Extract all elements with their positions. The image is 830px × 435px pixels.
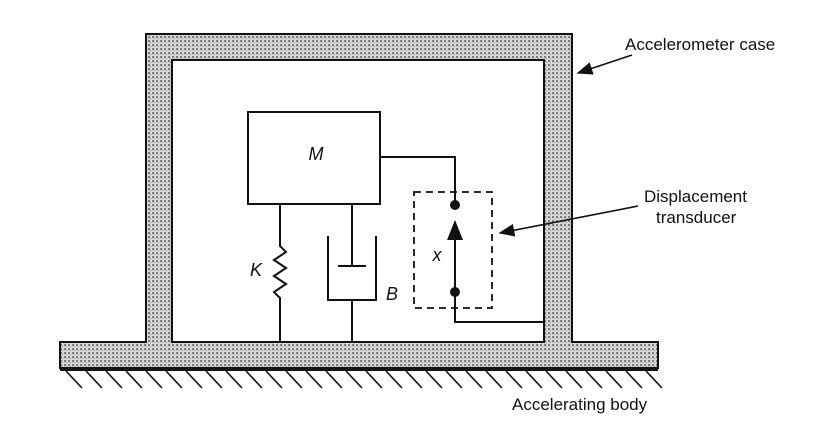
ground-hatch-stroke [385, 370, 403, 389]
ground-hatch-stroke [365, 370, 383, 389]
displacement-label: x [432, 245, 443, 265]
ground-hatch-stroke [525, 370, 543, 389]
ground-hatch-stroke [245, 370, 263, 389]
body-label: Accelerating body [512, 395, 648, 414]
ground-hatch-stroke [325, 370, 343, 389]
ground-hatch-stroke [165, 370, 183, 389]
ground-hatch-stroke [405, 370, 423, 389]
case-label: Accelerometer case [625, 35, 775, 54]
ground-hatch-stroke [625, 370, 643, 389]
ground-hatch-stroke [145, 370, 163, 389]
ground-hatch-stroke [565, 370, 583, 389]
transducer-label-line2: transducer [656, 208, 737, 227]
mass-label: M [309, 144, 324, 164]
spring-label: K [250, 260, 263, 280]
ground-hatch-stroke [185, 370, 203, 389]
damper-label: B [386, 284, 398, 304]
ground-hatch-stroke [545, 370, 563, 389]
ground-hatch-stroke [605, 370, 623, 389]
ground-hatch-stroke [205, 370, 223, 389]
ground-hatch-stroke [285, 370, 303, 389]
ground-hatch-stroke [265, 370, 283, 389]
ground-hatch-stroke [585, 370, 603, 389]
damper-b [327, 204, 377, 342]
ground-hatch-stroke [645, 370, 663, 389]
transducer-label-line1: Displacement [644, 187, 747, 206]
ground-hatch-stroke [345, 370, 363, 389]
ground-hatching [60, 369, 663, 389]
accelerometer-case [145, 33, 573, 343]
ground-hatch-stroke [105, 370, 123, 389]
spring-k [272, 204, 288, 342]
ground-hatch-stroke [465, 370, 483, 389]
ground-hatch-stroke [445, 370, 463, 389]
ground-hatch-stroke [485, 370, 503, 389]
ground-hatch-stroke [125, 370, 143, 389]
accelerating-body-plate [59, 341, 659, 369]
ground-hatch-stroke [85, 370, 103, 389]
transducer-bottom-contact [450, 287, 460, 297]
displacement-transducer-box [413, 191, 493, 309]
ground-hatch-stroke [305, 370, 323, 389]
ground-hatch-stroke [225, 370, 243, 389]
transducer-top-contact [450, 200, 460, 210]
ground-hatch-stroke [425, 370, 443, 389]
ground-hatch-stroke [65, 370, 83, 389]
ground-hatch-stroke [505, 370, 523, 389]
